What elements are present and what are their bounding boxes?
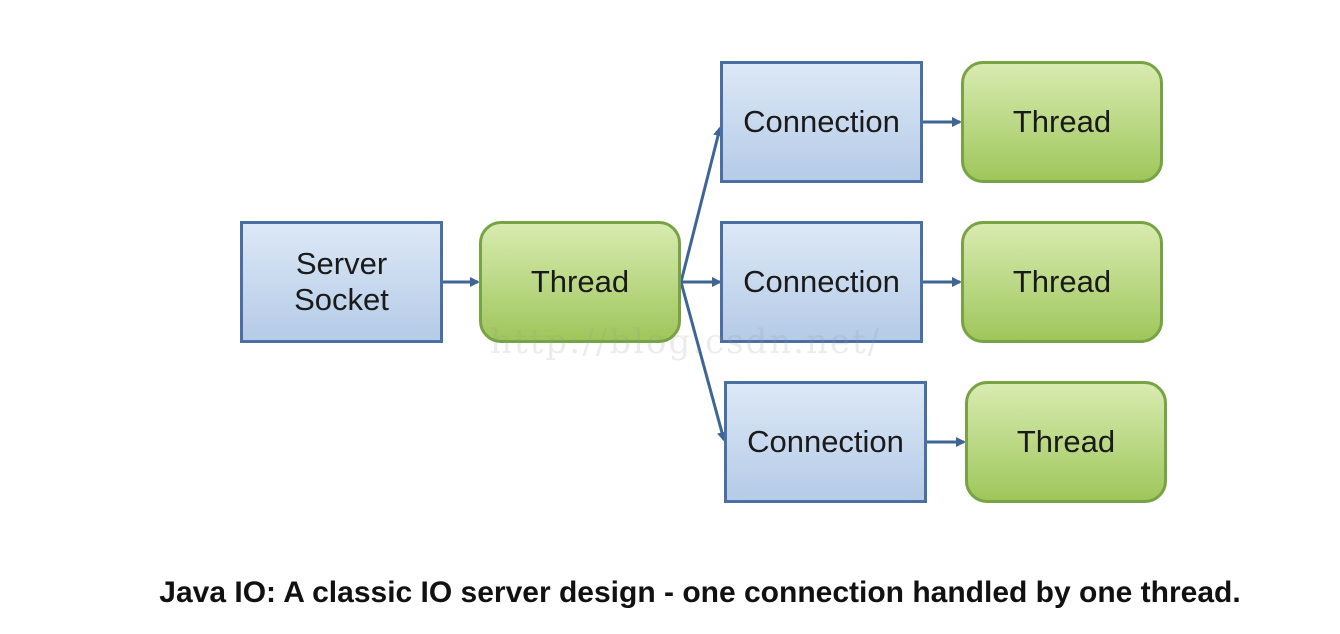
connection-box-1: Connection [720, 61, 923, 183]
acceptor-thread-label: Thread [530, 264, 630, 300]
server-socket-label-line1: Server [295, 246, 388, 282]
thread-label-1: Thread [1012, 104, 1112, 140]
thread-box-1: Thread [961, 61, 1163, 183]
acceptor-thread-box: Thread [479, 221, 681, 343]
connection-box-2: Connection [720, 221, 923, 343]
arrow-thread-to-connection-3 [679, 281, 727, 442]
watermark-text: http://blog.csdn.net/ [490, 322, 882, 362]
connection-box-3: Connection [724, 381, 927, 503]
connection-label-2: Connection [743, 264, 900, 300]
thread-box-2: Thread [961, 221, 1163, 343]
thread-label-2: Thread [1012, 264, 1112, 300]
server-socket-label-line2: Socket [294, 282, 389, 317]
connection-label-1: Connection [743, 104, 900, 140]
server-socket-box: Server Socket [240, 221, 443, 343]
connection-label-3: Connection [747, 424, 904, 460]
thread-box-3: Thread [965, 381, 1167, 503]
diagram-caption: Java IO: A classic IO server design - on… [159, 576, 1241, 609]
thread-label-3: Thread [1016, 424, 1116, 460]
arrow-thread-to-connection-1 [679, 126, 723, 283]
